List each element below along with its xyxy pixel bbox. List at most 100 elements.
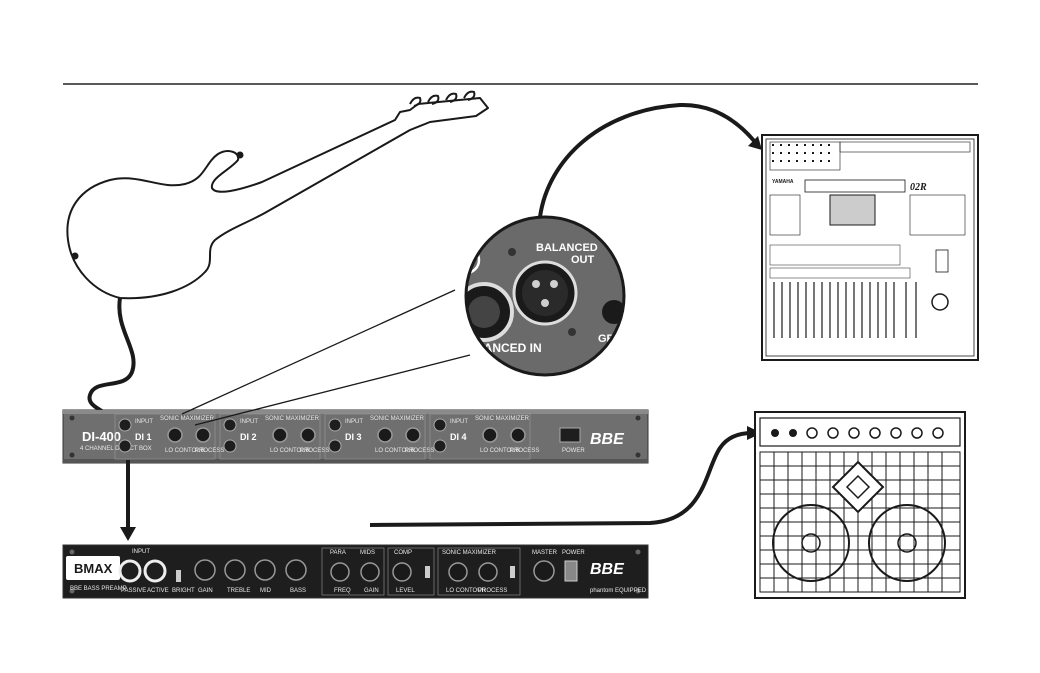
amp-input-jack[interactable] — [789, 429, 797, 437]
bmax-bright-switch[interactable] — [176, 570, 181, 582]
bass-guitar-icon — [66, 90, 489, 300]
bmax-mid-knob[interactable] — [254, 559, 276, 581]
bmax-input-label: INPUT — [132, 549, 150, 555]
svg-text:MIDS: MIDS — [360, 550, 375, 556]
svg-text:MID: MID — [260, 588, 272, 594]
di400-power-switch[interactable] — [559, 427, 581, 443]
svg-text:SONIC MAXIMIZER: SONIC MAXIMIZER — [370, 416, 425, 422]
bmax-sonic-switch[interactable] — [510, 566, 515, 578]
bmax-freq-knob[interactable] — [330, 562, 350, 582]
svg-text:DI 2: DI 2 — [240, 432, 257, 442]
bmax-subtitle: BBE BASS PREAMP — [70, 586, 127, 592]
amp-knob[interactable] — [890, 427, 902, 439]
svg-text:SONIC MAXIMIZER: SONIC MAXIMIZER — [442, 550, 497, 556]
amp-knob[interactable] — [869, 427, 881, 439]
di400-process-knob[interactable] — [510, 427, 526, 443]
mixer-data-wheel[interactable] — [931, 293, 949, 311]
di400-unit: DI-400 4 CHANNEL DIRECT BOX — [62, 409, 649, 464]
svg-text:POWER: POWER — [562, 448, 585, 454]
bmax-model: BMAX — [74, 561, 113, 576]
bmax-master-knob[interactable] — [533, 560, 555, 582]
amp-knob[interactable] — [848, 427, 860, 439]
svg-text:DI 3: DI 3 — [345, 432, 362, 442]
di400-brand-logo: BBE — [590, 431, 625, 448]
svg-text:MASTER: MASTER — [532, 550, 558, 556]
bmax-passive-jack[interactable] — [118, 559, 142, 583]
zoom-balanced-out-1: BALANCED — [536, 242, 598, 254]
amp-speaker-left — [772, 504, 850, 582]
bmax-brand-logo: BBE — [590, 561, 625, 578]
bmax-lo-contour-knob[interactable] — [448, 562, 468, 582]
svg-text:BRIGHT: BRIGHT — [172, 588, 195, 594]
svg-text:INPUT: INPUT — [345, 419, 363, 425]
bmax-process-knob[interactable] — [478, 562, 498, 582]
bmax-bass-knob[interactable] — [285, 559, 307, 581]
svg-text:PROCESS: PROCESS — [478, 588, 507, 594]
bmax-active-jack[interactable] — [143, 559, 167, 583]
svg-text:PROCESS: PROCESS — [195, 448, 224, 454]
bmax-gain-knob[interactable] — [194, 559, 216, 581]
bmax-para-gain-knob[interactable] — [360, 562, 380, 582]
di400-section-label: SONIC MAXIMIZER — [160, 416, 215, 422]
svg-text:PROCESS: PROCESS — [405, 448, 434, 454]
mixer-console: YAMAHA 02R — [761, 134, 979, 361]
amp-knob[interactable] — [827, 427, 839, 439]
svg-text:LO CONTOUR: LO CONTOUR — [165, 448, 206, 454]
svg-text:LEVEL: LEVEL — [396, 588, 415, 594]
di400-process-knob[interactable] — [405, 427, 421, 443]
zoom-balanced-in: BALANCED IN — [459, 341, 542, 355]
arrowhead-mixer — [748, 136, 762, 150]
di400-channel-label: DI 1 — [135, 432, 152, 442]
cable-bmax-to-amp — [369, 431, 753, 527]
amp-speaker-right — [868, 504, 946, 582]
amp-knob[interactable] — [911, 427, 923, 439]
zoom-line-top — [181, 289, 456, 415]
bmax-power-switch[interactable] — [564, 560, 578, 582]
svg-text:DI 4: DI 4 — [450, 432, 467, 442]
bmax-treble-knob[interactable] — [224, 559, 246, 581]
di400-channel-4: INPUT DI 4 SONIC MAXIMIZER LO CONTOUR PR… — [429, 413, 539, 460]
mixer-display — [829, 194, 876, 226]
svg-text:GAIN: GAIN — [364, 588, 379, 594]
svg-text:GAIN: GAIN — [198, 588, 213, 594]
arrowhead-bmax — [120, 527, 136, 541]
di400-channel-1: INPUT DI 1 SONIC MAXIMIZER LO CONTOUR PR… — [114, 413, 224, 460]
di400-process-knob[interactable] — [300, 427, 316, 443]
bmax-unit: BMAX BBE BASS PREAMP INPUT PASSIVE ACTIV… — [62, 544, 649, 599]
mixer-brand: YAMAHA — [772, 179, 794, 185]
svg-text:phantom EQUIPPED: phantom EQUIPPED — [590, 588, 647, 594]
svg-text:SONIC MAXIMIZER: SONIC MAXIMIZER — [475, 416, 530, 422]
di400-input-label: INPUT — [135, 419, 153, 425]
di400-process-knob[interactable] — [195, 427, 211, 443]
amp-knob[interactable] — [932, 427, 944, 439]
amp-control-panel — [759, 417, 961, 447]
svg-text:PASSIVE: PASSIVE — [121, 588, 146, 594]
di400-channel-3: INPUT DI 3 SONIC MAXIMIZER LO CONTOUR PR… — [324, 413, 434, 460]
svg-text:INPUT: INPUT — [450, 419, 468, 425]
svg-text:FREQ: FREQ — [334, 588, 351, 594]
bass-amp-cabinet — [754, 411, 966, 599]
bmax-comp-knob[interactable] — [392, 562, 412, 582]
svg-text:COMP: COMP — [394, 550, 412, 556]
svg-text:LO CONTOUR: LO CONTOUR — [480, 448, 521, 454]
svg-text:SONIC MAXIMIZER: SONIC MAXIMIZER — [265, 416, 320, 422]
di400-channel-2: INPUT DI 2 SONIC MAXIMIZER LO CONTOUR PR… — [219, 413, 329, 460]
di400-model: DI-400 — [82, 429, 121, 444]
amp-knob[interactable] — [806, 427, 818, 439]
di400-lo-contour-knob[interactable] — [482, 427, 498, 443]
di400-lo-contour-knob[interactable] — [272, 427, 288, 443]
zoom-balanced-out-2: OUT — [571, 254, 595, 266]
mixer-model: 02R — [910, 182, 927, 193]
amp-input-jack[interactable] — [771, 429, 779, 437]
svg-text:POWER: POWER — [562, 550, 585, 556]
di400-subtitle: 4 CHANNEL DIRECT BOX — [80, 446, 152, 452]
zoom-channel-number: 1 — [461, 251, 471, 271]
svg-text:INPUT: INPUT — [240, 419, 258, 425]
svg-text:TREBLE: TREBLE — [227, 588, 250, 594]
bmax-comp-switch[interactable] — [425, 566, 430, 578]
output-cable-to-mixer — [538, 102, 757, 218]
di400-power-section: POWER BBE — [559, 427, 625, 454]
svg-text:PARA: PARA — [330, 550, 346, 556]
di400-lo-contour-knob[interactable] — [377, 427, 393, 443]
di400-lo-contour-knob[interactable] — [167, 427, 183, 443]
